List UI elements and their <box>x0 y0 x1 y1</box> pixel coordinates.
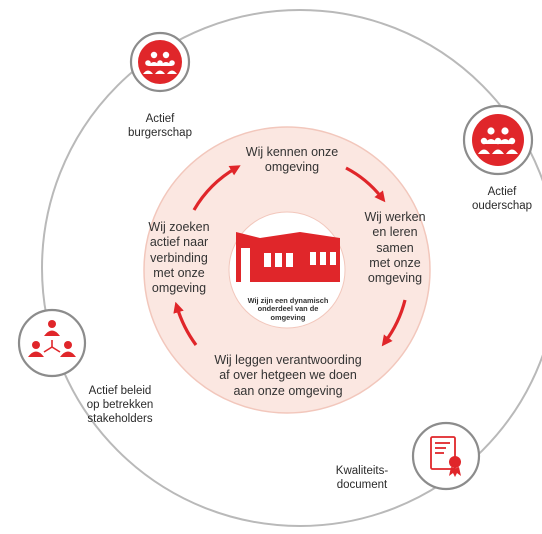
cycle-step-left: Wij zoeken actief naar verbinding met on… <box>148 220 210 295</box>
arrow-top-right <box>345 166 386 203</box>
arrow-bottom-right <box>381 299 407 347</box>
cycle-step-top: Wij kennen onze omgeving <box>245 145 339 175</box>
group-icon <box>478 127 518 154</box>
icon-badge-burgerschap <box>129 31 191 93</box>
network-people-icon <box>28 320 76 357</box>
group-icon <box>143 51 177 74</box>
cycle-step-bottom: Wij leggen verantwoording af over hetgee… <box>214 353 362 398</box>
label-actief-burgerschap: Actief burgerschap <box>128 113 192 140</box>
certificate-icon <box>430 436 456 470</box>
label-actief-ouderschap: Actief ouderschap <box>471 186 533 213</box>
icon-badge-kwaliteit <box>411 421 481 491</box>
icon-badge-ouderschap <box>462 104 534 176</box>
school-building-icon <box>236 232 340 282</box>
center-caption: Wij zijn een dynamisch onderdeel van de … <box>247 296 329 322</box>
arrow-top-left <box>192 165 241 211</box>
label-kwaliteitsdocument: Kwaliteits- document <box>335 465 389 492</box>
label-actief-beleid: Actief beleid op betrekken stakeholders <box>86 385 154 426</box>
icon-badge-beleid <box>17 308 87 378</box>
cycle-step-right: Wij werken en leren samen met onze omgev… <box>364 210 426 285</box>
arrow-bottom-left <box>173 301 198 346</box>
